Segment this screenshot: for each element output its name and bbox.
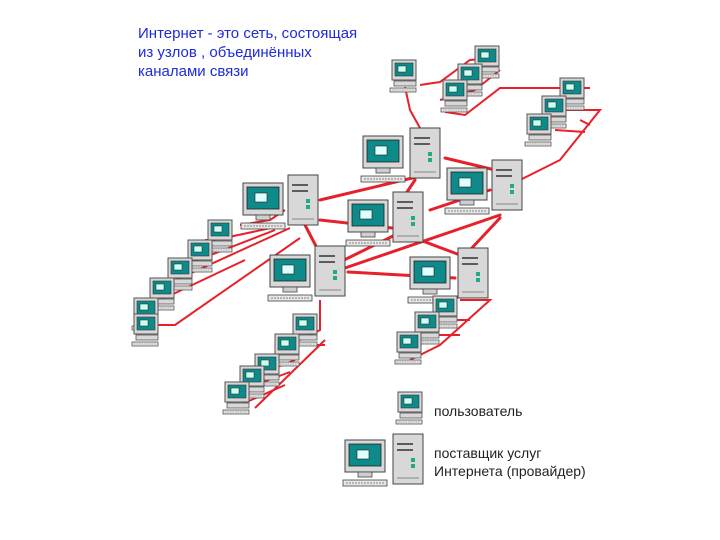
diagram-caption: Интернет - это сеть, состоящая из узлов … <box>138 24 378 81</box>
legend-provider-label-2: Интернета (провайдер) <box>434 463 586 479</box>
caption-line-2: из узлов , объединённых <box>138 44 312 61</box>
provider-s5 <box>267 245 346 302</box>
link-s2-s6 <box>468 216 502 252</box>
link-s3-s6 <box>418 238 462 257</box>
legend-user-label: пользователь <box>434 403 523 419</box>
legend-user-icon <box>395 391 423 425</box>
user-cluster-bottom-right <box>394 295 458 365</box>
legend-provider-icon <box>342 433 424 487</box>
caption-line-1: Интернет - это сеть, состоящая <box>138 25 358 42</box>
caption-line-3: каналами связи <box>138 63 249 80</box>
provider-s2 <box>444 159 523 215</box>
link-s1-s4 <box>318 173 427 202</box>
provider-s3 <box>345 191 424 247</box>
provider-s4 <box>240 174 319 230</box>
legend-provider-label-1: поставщик услуг <box>434 445 542 461</box>
provider-s1 <box>360 127 441 183</box>
provider-s6 <box>407 247 489 304</box>
link-s3-s5 <box>338 233 397 264</box>
user-cluster-left <box>131 219 233 347</box>
user-cluster-bottom-left <box>222 313 318 415</box>
